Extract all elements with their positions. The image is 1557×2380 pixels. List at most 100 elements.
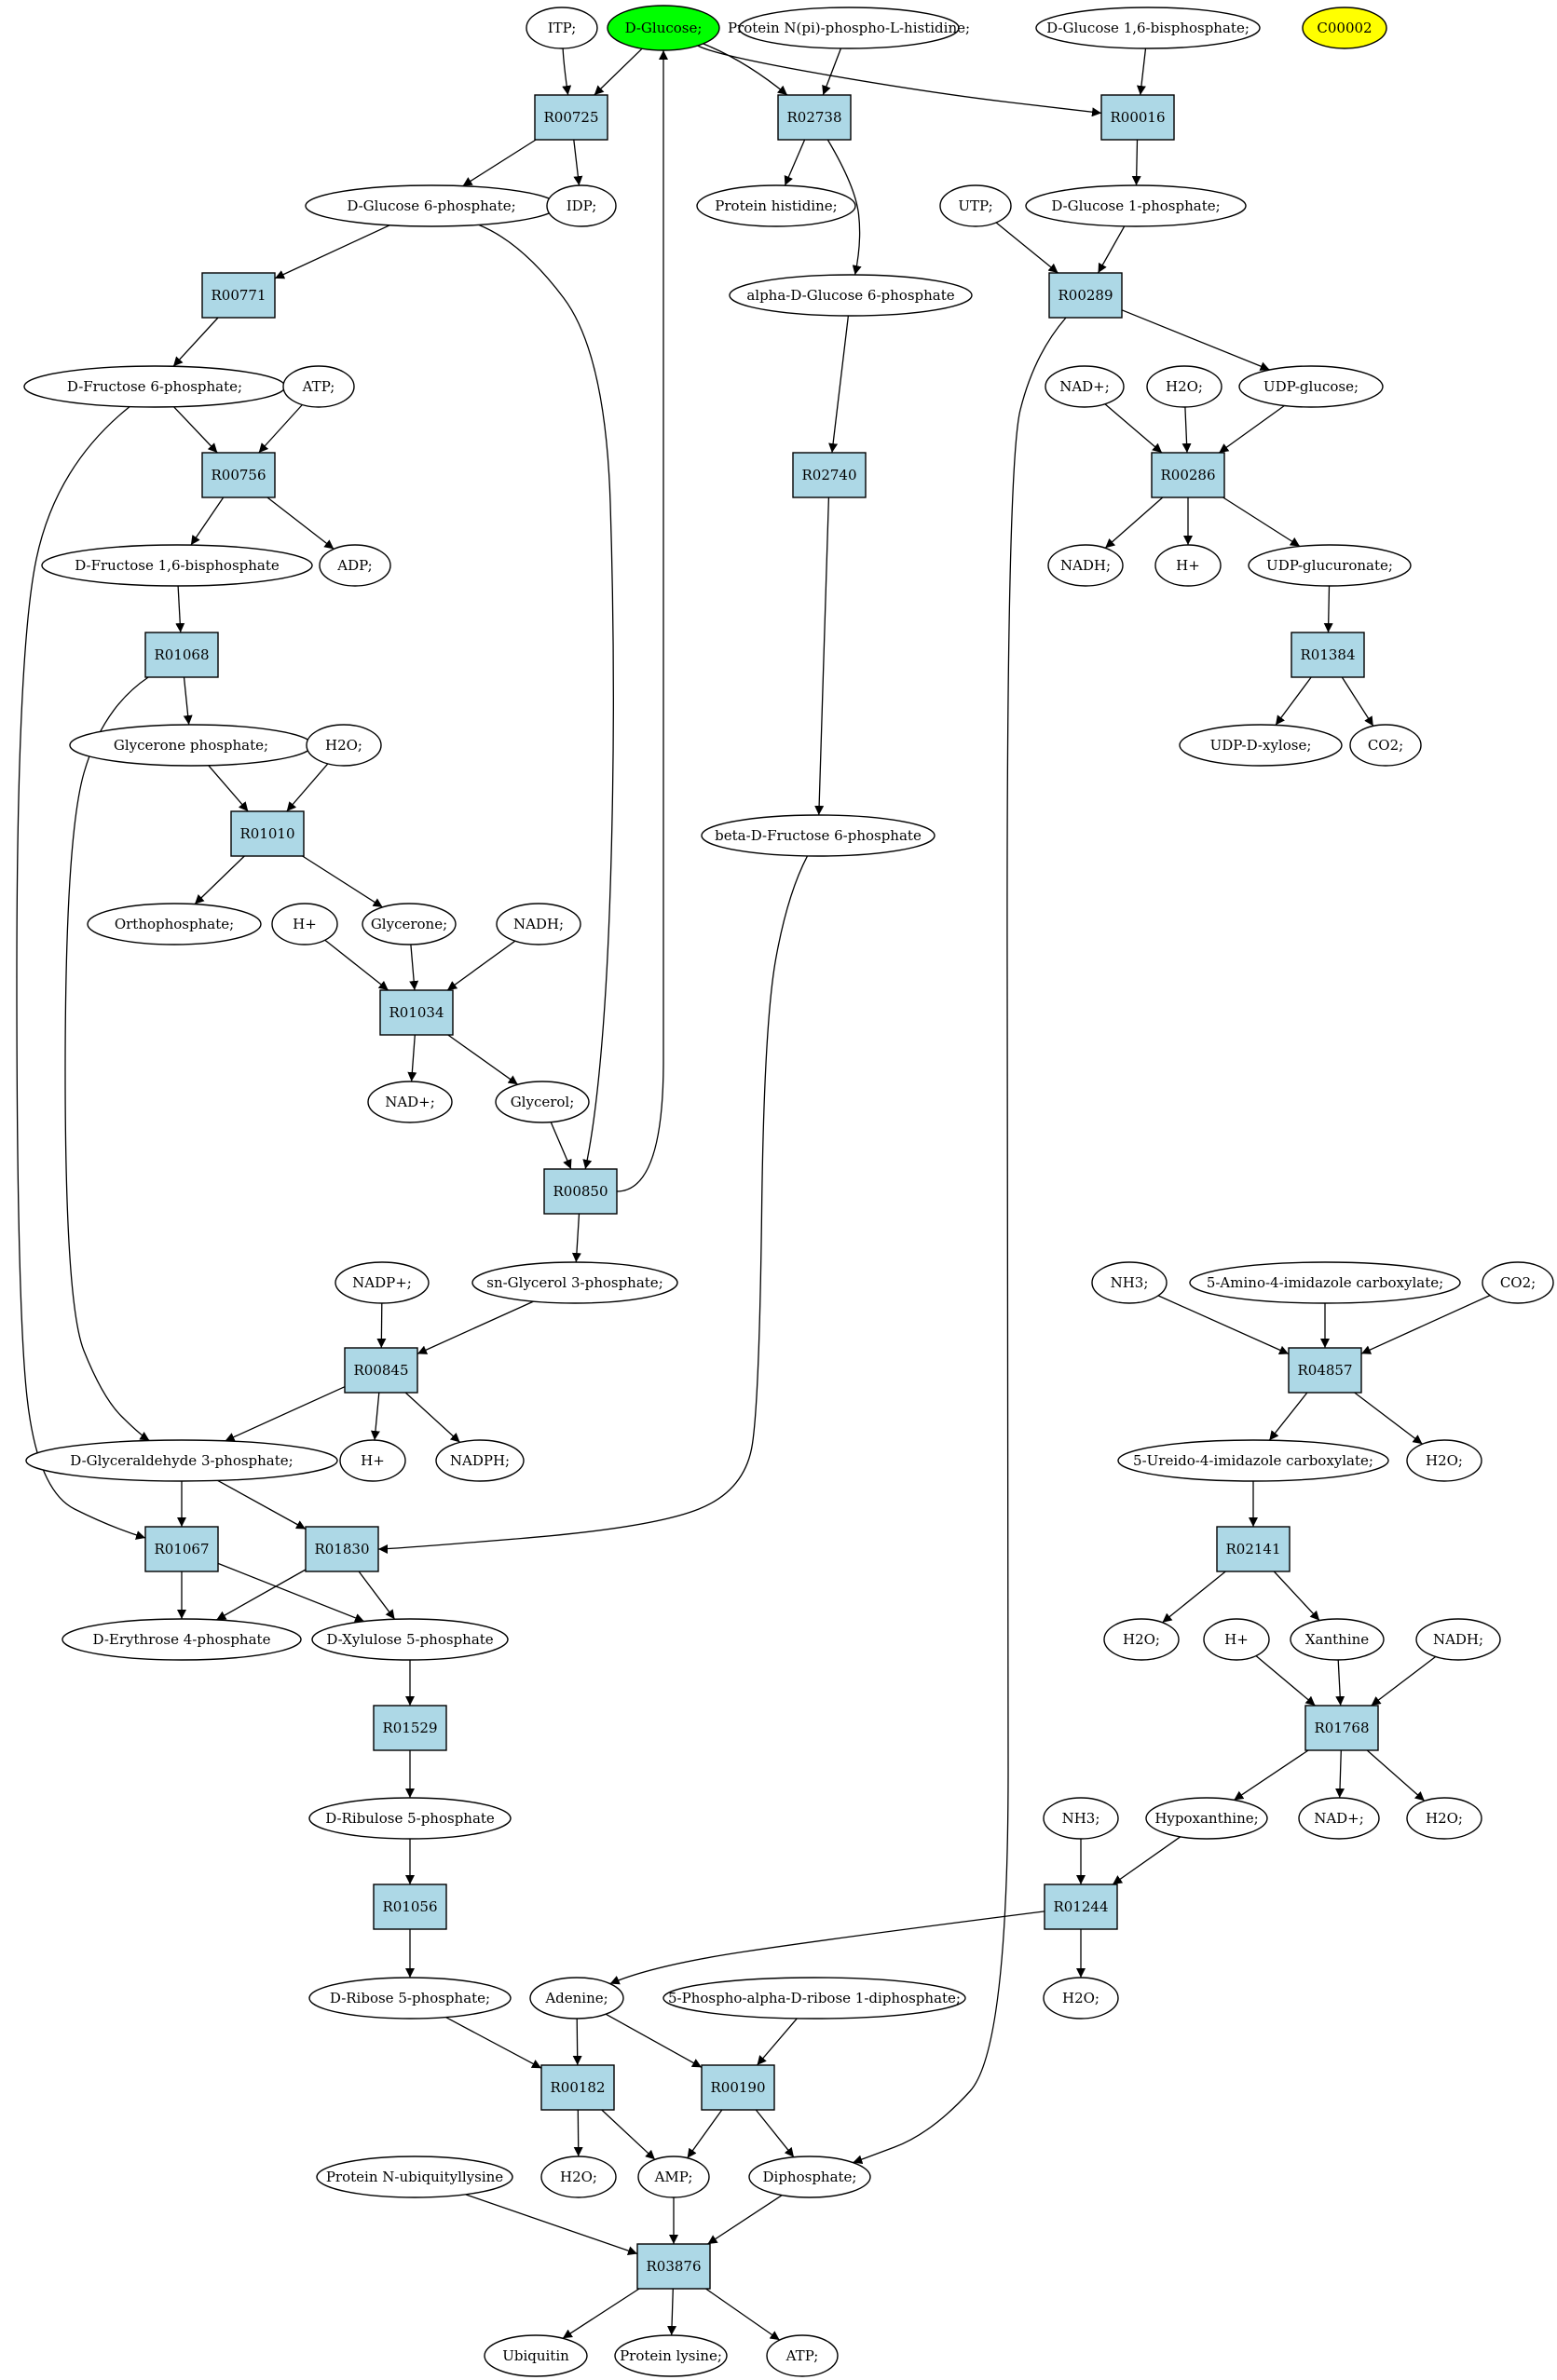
compound-ellipse (362, 903, 457, 945)
edge-R03876-to-ub (562, 2288, 640, 2339)
reaction-R00286: R00286 (1151, 452, 1225, 498)
compound-ellipse (1349, 724, 1422, 767)
edge-g6p-to-R00771 (274, 224, 390, 279)
edge-R00286-to-nadh286 (1104, 496, 1164, 549)
reaction-label: R02740 (801, 467, 856, 483)
compound-label: NADH; (513, 916, 564, 932)
compound-ellipse (87, 903, 262, 945)
edge-f6p-to-R00756 (173, 406, 218, 454)
reaction-R01034: R01034 (379, 989, 454, 1036)
edge-f6p-to-R01067 (16, 406, 146, 1540)
compound-label: NAD+; (1314, 1810, 1364, 1827)
reaction-label: R03876 (646, 2258, 701, 2275)
compound-ellipse (1045, 365, 1125, 408)
edges-layer (16, 43, 1491, 2341)
edge-h2o286-to-R00286 (1181, 406, 1192, 454)
edge-gap-to-R01830 (217, 1479, 307, 1530)
compound-ellipse (701, 814, 936, 857)
compound-xan: Xanthine (1290, 1618, 1385, 1661)
reaction-label: R00016 (1110, 109, 1165, 126)
compound-glc: D-Glucose; (607, 5, 720, 51)
edge-co2b-to-R04857 (1360, 1295, 1491, 1354)
compound-label: H+ (1224, 1631, 1249, 1648)
compound-label: Glycerone phosphate; (114, 737, 268, 754)
edge-g6p-to-R00850 (478, 224, 614, 1170)
compound-ellipse (61, 1618, 302, 1661)
reaction-box (1288, 1347, 1362, 1394)
compound-ellipse (614, 2334, 728, 2377)
compound-udpgluc: UDP-glucuronate; (1248, 544, 1412, 587)
compound-label: UDP-glucuronate; (1266, 557, 1393, 574)
reaction-box (1304, 1705, 1379, 1751)
compound-g6p: D-Glucose 6-phosphate; (305, 184, 558, 227)
edge-R02141-to-h2o2141 (1162, 1571, 1226, 1624)
edge-R00850-to-sng3p (571, 1213, 581, 1263)
compound-label: H2O; (1426, 1810, 1463, 1827)
reaction-R01244: R01244 (1044, 1884, 1118, 1930)
reaction-R00190: R00190 (701, 2064, 775, 2111)
compound-label: D-Glucose; (625, 20, 703, 36)
compound-ellipse (306, 724, 382, 767)
compound-pnph: Protein N(pi)-phospho-L-histidine; (728, 7, 970, 49)
compound-ellipse (529, 1977, 624, 2020)
reaction-box (305, 1526, 379, 1572)
compound-gap: D-Glyceraldehyde 3-phosphate; (25, 1439, 338, 1482)
compound-label: D-Erythrose 4-phosphate (93, 1631, 271, 1648)
compound-ellipse (495, 1081, 590, 1123)
edge-R00756-to-fbp (190, 496, 225, 546)
compound-nadh1034: NADH; (496, 903, 581, 945)
edge-g16bp-to-R00016 (1136, 48, 1147, 96)
compound-ellipse (1179, 724, 1343, 767)
reaction-label: R00182 (550, 2079, 605, 2096)
compound-ellipse (546, 184, 617, 227)
compound-ellipse (308, 1977, 512, 2020)
compound-glycerol: Glycerol; (495, 1081, 590, 1123)
edge-R00190-to-ppi (755, 2109, 795, 2158)
reaction-box (1151, 452, 1225, 498)
reaction-label: R04857 (1297, 1362, 1352, 1379)
compound-ellipse (662, 1977, 966, 2020)
compound-ellipse (319, 544, 391, 587)
compound-nadph: NADPH; (435, 1439, 525, 1482)
reaction-label: R00286 (1160, 467, 1215, 483)
edge-h1768-to-R01768 (1255, 1655, 1316, 1707)
edge-R01034-to-glycerol (447, 1034, 519, 1085)
edge-pnub-to-R03876 (465, 2194, 638, 2255)
compound-label: H2O; (1062, 1990, 1099, 2006)
compound-label: UTP; (958, 197, 992, 214)
reaction-R01529: R01529 (373, 1705, 447, 1751)
edge-prpp-to-R00190 (757, 2018, 798, 2066)
edge-R02738-to-phis (784, 139, 806, 186)
compound-ellipse (1146, 365, 1222, 408)
compound-label: H2O; (1123, 1631, 1160, 1648)
edge-R02141-to-xan (1273, 1571, 1320, 1622)
compound-adp: ADP; (319, 544, 391, 587)
compound-ellipse (1154, 544, 1222, 587)
edge-R01384-to-udpxyl (1275, 676, 1312, 726)
compound-ellipse (316, 2156, 513, 2198)
reaction-R02141: R02141 (1216, 1526, 1291, 1572)
edge-R01068-to-glycp (183, 676, 193, 726)
compound-label: alpha-D-Glucose 6-phosphate (746, 287, 954, 304)
reaction-box (201, 452, 276, 498)
compound-label: D-Fructose 1,6-bisphosphate (75, 557, 280, 574)
compound-label: Xanthine (1305, 1631, 1369, 1648)
compound-ellipse (1103, 1618, 1180, 1661)
reaction-box (144, 632, 219, 678)
edge-R01768-to-hyp (1233, 1749, 1309, 1801)
compound-ellipse (271, 903, 338, 945)
reaction-box (534, 94, 608, 141)
edge-glc-to-R00725 (594, 48, 643, 96)
reaction-R01768: R01768 (1304, 1705, 1379, 1751)
reaction-label: R01244 (1053, 1898, 1108, 1915)
edge-R00286-to-udpgluc (1222, 496, 1301, 548)
edge-R02740-to-bf6p (814, 496, 830, 816)
reaction-R01067: R01067 (144, 1526, 219, 1572)
reaction-label: R02141 (1225, 1541, 1280, 1557)
compound-label: IDP; (567, 197, 597, 214)
edge-R00771-to-f6p (172, 317, 219, 367)
compound-c00002: C00002 (1302, 7, 1387, 49)
compound-label: CO2; (1368, 737, 1403, 754)
edge-nadh1034-to-R01034 (446, 940, 516, 991)
compound-co2b: CO2; (1482, 1261, 1554, 1304)
